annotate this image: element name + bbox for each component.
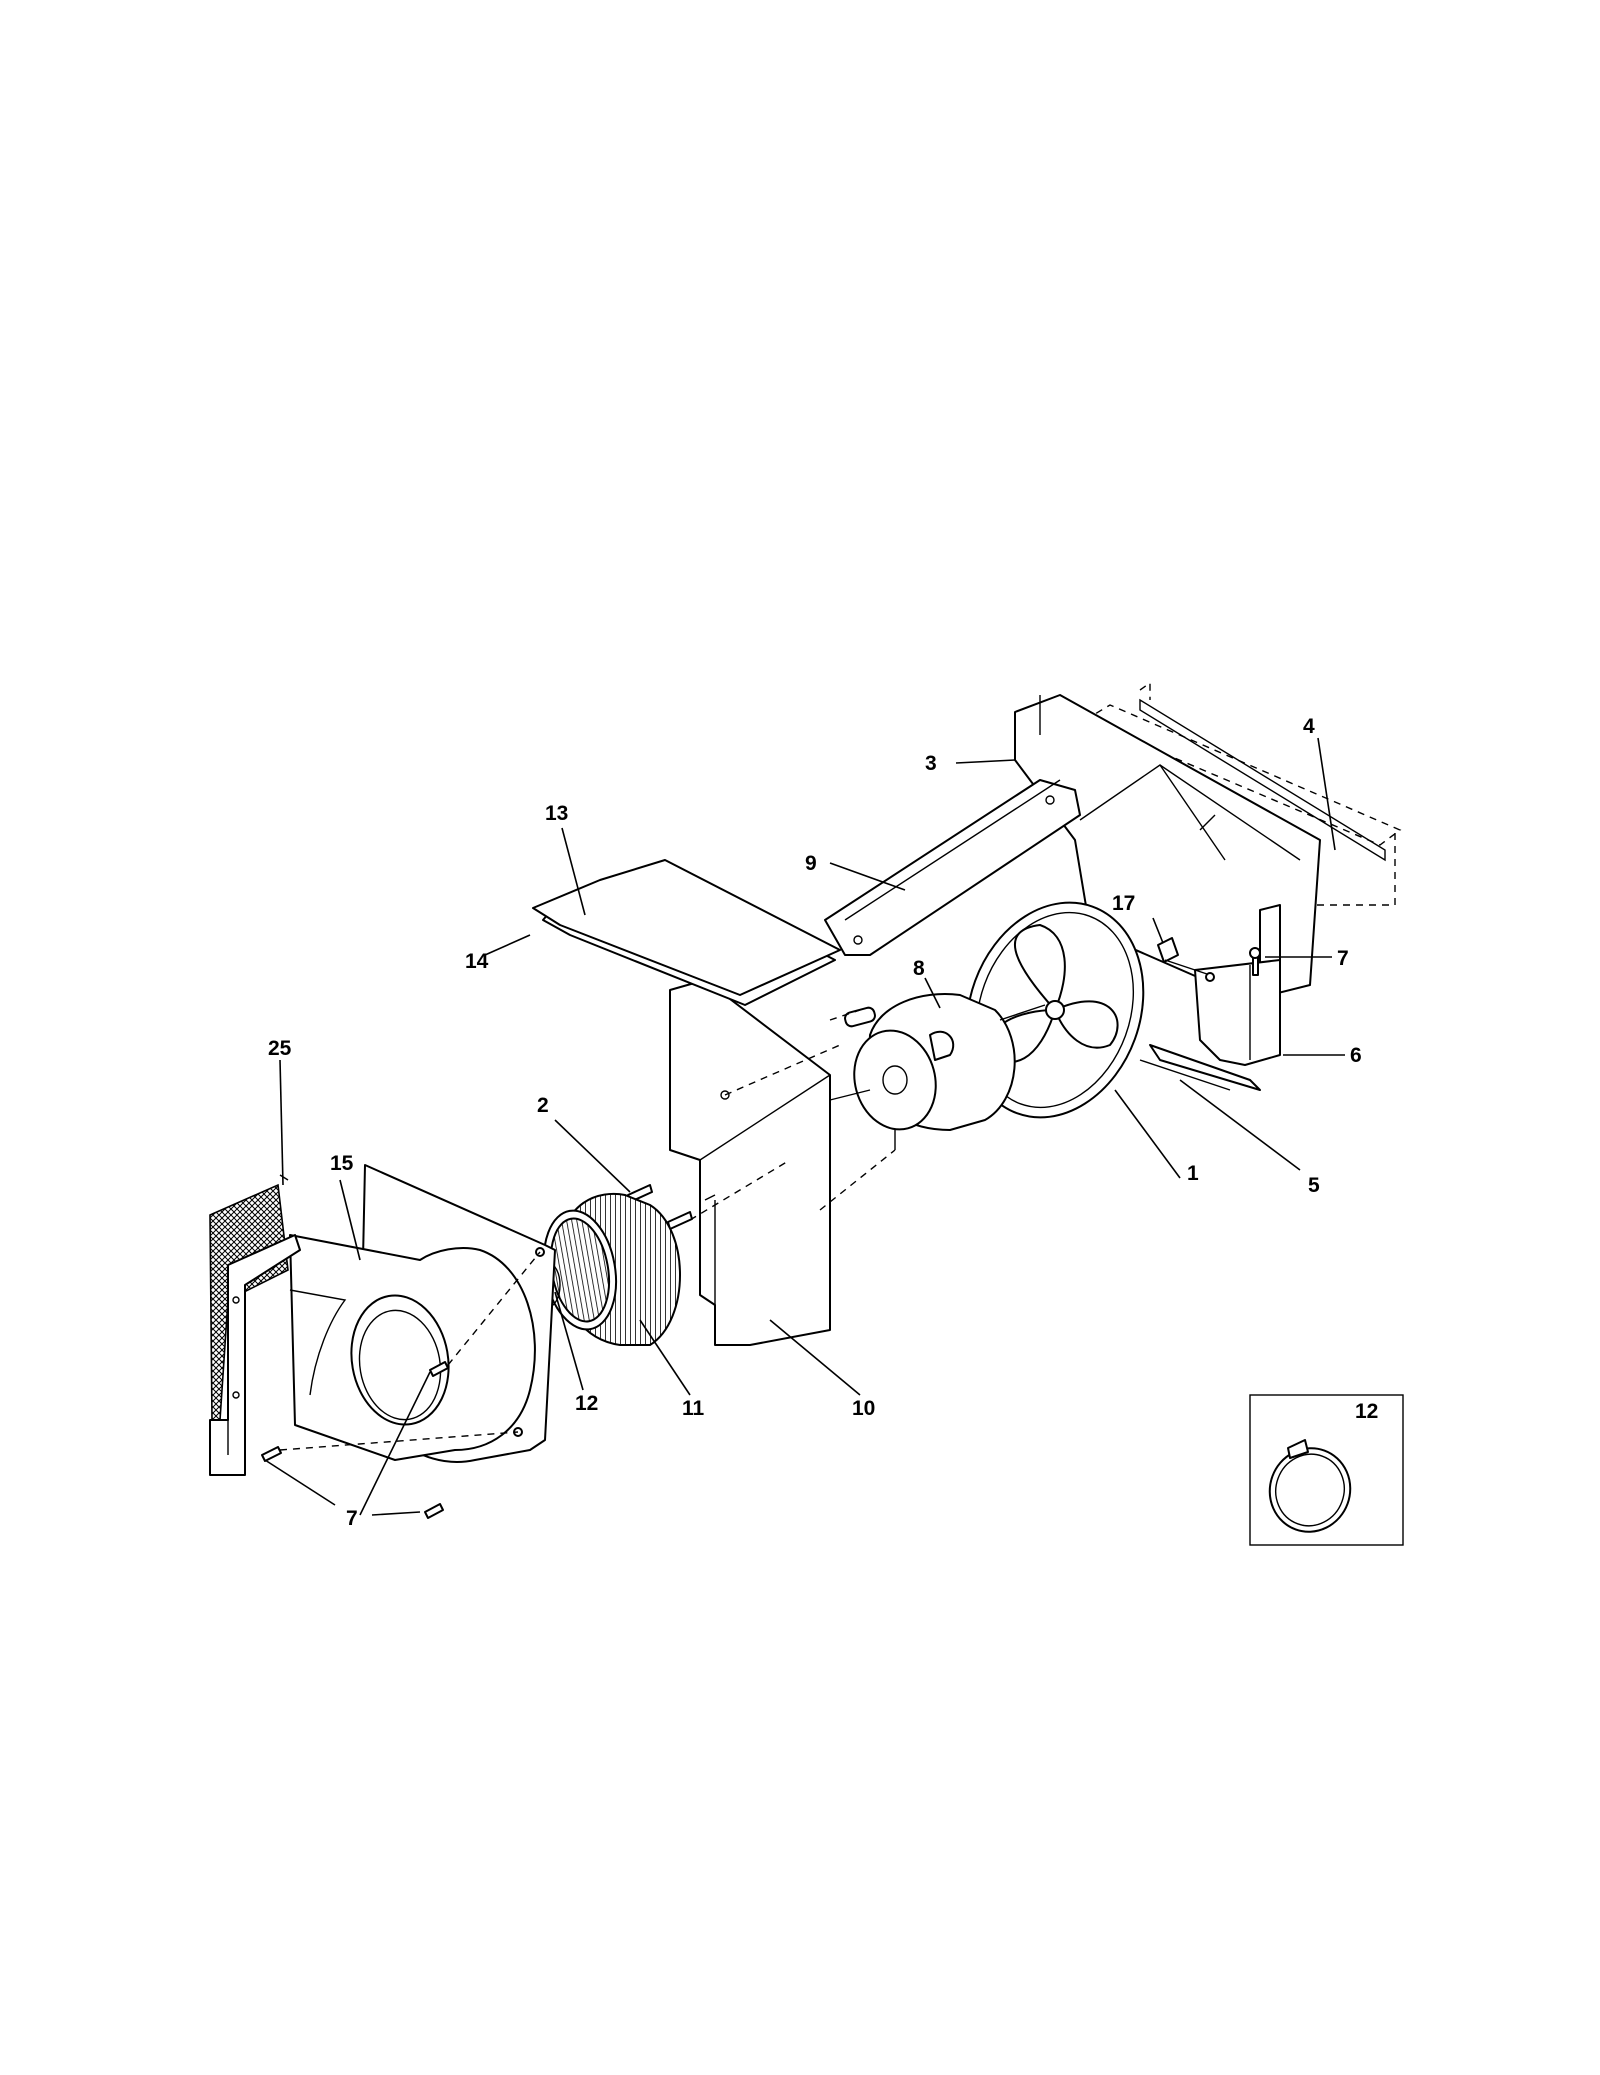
part-17-clip — [1157, 937, 1215, 982]
assembly-guide-lines — [689, 1009, 896, 1221]
callout-10: 10 — [852, 1397, 875, 1420]
callout-7-upper: 7 — [1337, 947, 1349, 970]
part-15-scroll-housing — [289, 1164, 556, 1463]
part-10-panel — [669, 979, 831, 1346]
part-11-blower-wheel — [542, 1192, 681, 1346]
callout-7-lower: 7 — [346, 1507, 358, 1530]
part-7-screw-upper — [1249, 947, 1261, 976]
callout-5: 5 — [1308, 1174, 1320, 1197]
part-9-bracket — [824, 779, 1081, 956]
callout-15: 15 — [330, 1152, 354, 1175]
callout-2: 2 — [537, 1094, 549, 1117]
callout-25: 25 — [268, 1037, 292, 1060]
callout-14: 14 — [465, 950, 489, 973]
callout-11: 11 — [682, 1397, 705, 1420]
part-8-motor — [829, 993, 1046, 1150]
callout-17: 17 — [1112, 892, 1135, 915]
part-5-strip — [1139, 1044, 1261, 1091]
callout-3: 3 — [925, 752, 937, 775]
part-7-screws-lower — [261, 1251, 541, 1519]
part-6-mounting-bracket — [1194, 959, 1281, 1066]
parts-13-14-insulation-sheets — [532, 859, 841, 1006]
callout-8: 8 — [913, 957, 925, 980]
callout-6: 6 — [1350, 1044, 1362, 1067]
callout-labels: 1 2 3 4 5 6 7 7 8 9 10 11 12 12 13 14 15… — [268, 715, 1378, 1530]
callout-9: 9 — [805, 852, 817, 875]
inset-detail-box — [1249, 1394, 1404, 1546]
part-25-mesh-screen — [209, 1174, 301, 1476]
callout-1: 1 — [1187, 1162, 1199, 1185]
callout-13: 13 — [545, 802, 568, 825]
callout-12-inset: 12 — [1355, 1400, 1378, 1423]
leader-lines — [264, 737, 1345, 1516]
callout-12: 12 — [575, 1392, 598, 1415]
callout-4: 4 — [1303, 715, 1315, 738]
